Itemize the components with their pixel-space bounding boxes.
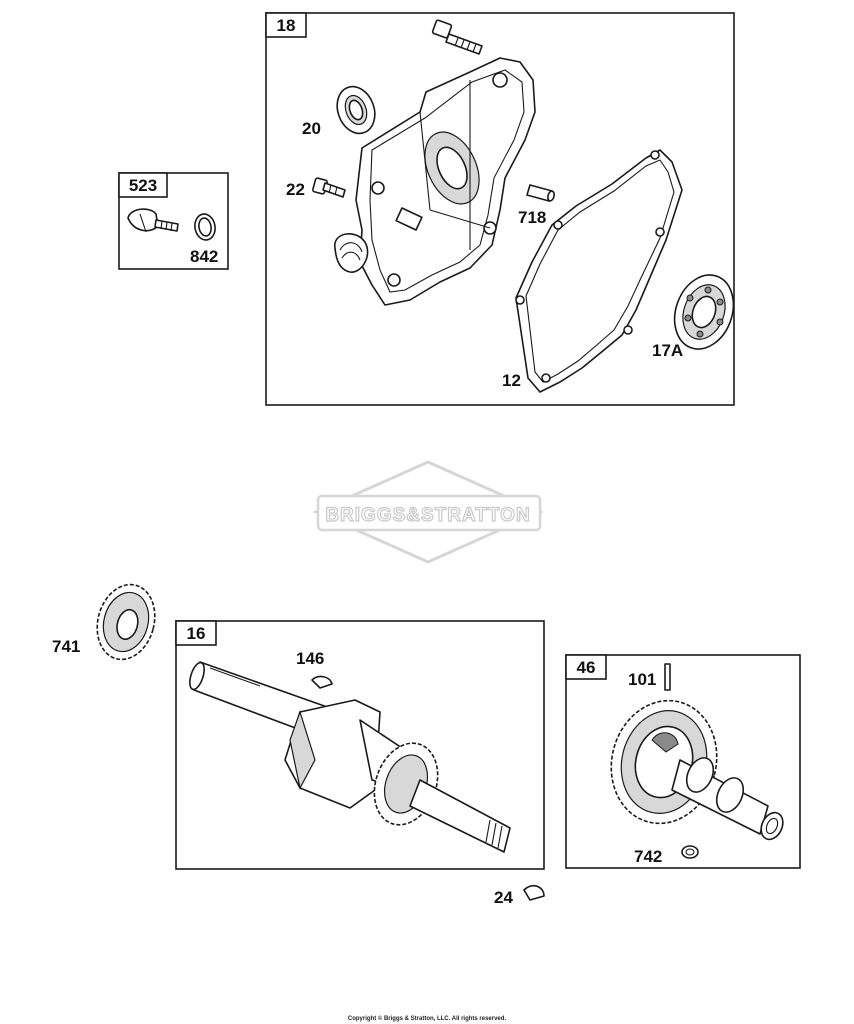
part-label-842: 842: [190, 247, 218, 266]
o-ring-part: [194, 213, 216, 241]
part-label-24: 24: [494, 888, 513, 907]
key-24-part: [523, 884, 545, 901]
group-16: 16 146: [175, 620, 545, 870]
group-18: 18 20 22: [265, 12, 735, 406]
bolt-part: [431, 19, 483, 55]
bearing-part: [673, 274, 735, 350]
dowel-pin-part: [526, 184, 555, 202]
group-16-frame: [175, 620, 545, 870]
group-46-frame: [565, 654, 801, 869]
clip-part: [681, 845, 699, 859]
group-46: 46 101 742: [565, 654, 801, 869]
seal-part: [336, 85, 376, 135]
group-18-frame: [265, 12, 735, 406]
screw-part: [312, 177, 346, 198]
group-46-tag: [565, 654, 607, 680]
group-16-tag: [175, 620, 217, 646]
crankshaft-part: [189, 661, 511, 853]
copyright-notice: Copyright © Briggs & Stratton, LLC. All …: [348, 1015, 507, 1022]
drain-plug-part: [127, 208, 179, 233]
watermark-text: BRIGGS&STRATTON: [325, 505, 530, 526]
part-label-741: 741: [52, 637, 80, 656]
group-523-label: 523: [129, 176, 157, 195]
key-part: [311, 675, 333, 689]
crankcase-cover-part: [334, 57, 536, 306]
group-18-tag: [265, 12, 307, 38]
part-label-718: 718: [518, 208, 546, 227]
part-label-20: 20: [302, 119, 321, 138]
part-label-22: 22: [286, 180, 305, 199]
group-18-label: 18: [277, 16, 296, 35]
group-16-label: 16: [187, 624, 206, 643]
group-523-frame: [118, 172, 229, 270]
camshaft-part: [610, 699, 784, 841]
gasket-part: [515, 149, 683, 393]
group-523-tag: [118, 172, 168, 198]
part-label-101: 101: [628, 670, 656, 689]
part-label-146: 146: [296, 649, 324, 668]
group-523: 523 842: [118, 172, 229, 270]
part-label-17A: 17A: [652, 341, 683, 360]
part-label-12: 12: [502, 371, 521, 390]
timing-gear-part: [96, 583, 156, 661]
group-46-label: 46: [577, 658, 596, 677]
pin-part: [664, 663, 671, 691]
brand-watermark: BRIGGS&STRATTON: [312, 460, 544, 564]
part-label-742: 742: [634, 847, 662, 866]
